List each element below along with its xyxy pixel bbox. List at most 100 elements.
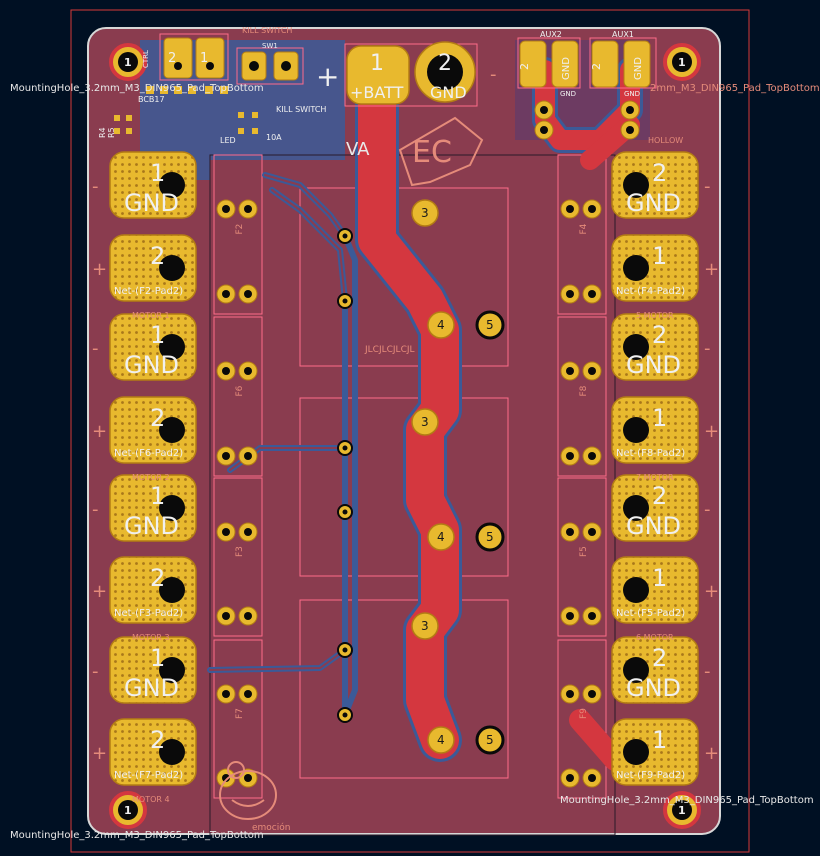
batt-pin-number: 1 xyxy=(370,51,384,76)
relay-pad[interactable] xyxy=(427,523,455,551)
ec-logo-text: EC xyxy=(412,135,452,170)
relay-pad[interactable] xyxy=(411,612,439,640)
motor-pad-net: Net-(F4-Pad2) xyxy=(616,286,685,297)
motor-pad-l-8[interactable] xyxy=(109,718,197,786)
aux1-ref: AUX1 xyxy=(612,30,634,39)
relay-pad[interactable] xyxy=(475,310,505,340)
motor-pad-net: GND xyxy=(626,674,681,702)
motor-label: MOTOR 2 xyxy=(132,473,170,482)
relay-pad[interactable] xyxy=(411,199,439,227)
motor-pad-r-4[interactable] xyxy=(611,396,699,464)
motor-pad-sign: + xyxy=(704,743,719,764)
motor-pad-r-5[interactable] xyxy=(611,474,699,542)
fuse-courtyard xyxy=(213,316,263,477)
aux2-pin-2: 2 xyxy=(518,63,531,70)
motor-pad-pin: 2 xyxy=(150,726,165,754)
hollow-text: HOLLOW xyxy=(648,136,683,145)
aux-connectors[interactable] xyxy=(517,37,657,140)
relay-pin-number: 5 xyxy=(486,733,494,747)
motor-pad-net: Net-(F3-Pad2) xyxy=(114,608,183,619)
motor-pad-r-2[interactable] xyxy=(611,234,699,302)
relay-pin-number: 4 xyxy=(437,733,445,747)
motor-pad-net: GND xyxy=(626,351,681,379)
kill-switch-footprint[interactable] xyxy=(236,47,304,85)
kill-switch-label: KILL SWITCH xyxy=(276,105,326,114)
motor-pad-pin: 1 xyxy=(150,321,165,349)
motor-pad-net: GND xyxy=(626,189,681,217)
creator-text: emoción xyxy=(252,822,290,833)
fuse-courtyard xyxy=(557,477,607,637)
motor-pad-l-1[interactable] xyxy=(109,151,197,219)
ctrl-pin-1: 1 xyxy=(200,51,208,66)
r4-ref: R4 xyxy=(98,127,107,138)
ec-logo xyxy=(398,116,484,187)
motor-pad-l-4[interactable] xyxy=(109,396,197,464)
motor-label: 5 MOTOR xyxy=(636,311,674,320)
motor-pad-r-7[interactable] xyxy=(611,636,699,704)
aux2-pin-gnd: GND xyxy=(561,57,572,80)
mascot-logo xyxy=(219,761,277,820)
motor-pad-sign: - xyxy=(92,176,99,197)
ctrl-connector[interactable] xyxy=(159,33,229,81)
mounting-hole-top-left[interactable] xyxy=(109,43,147,81)
relay-pin-number: 5 xyxy=(486,530,494,544)
relay-pad[interactable] xyxy=(411,408,439,436)
mounting-holes[interactable] xyxy=(109,43,701,829)
motor-pad-net: Net-(F6-Pad2) xyxy=(114,448,183,459)
batt-plus-sign: + xyxy=(316,60,339,93)
fuse-ref: F3 xyxy=(235,546,245,557)
fuse-ref: F2 xyxy=(235,224,245,235)
motor-pad-sign: + xyxy=(704,421,719,442)
motor-pad-l-2[interactable] xyxy=(109,234,197,302)
motor-label: MOTOR 1 xyxy=(132,311,170,320)
motor-pad-r-8[interactable] xyxy=(611,718,699,786)
motor-pad-l-5[interactable] xyxy=(109,474,197,542)
motor-pad-l-7[interactable] xyxy=(109,636,197,704)
relay-pad[interactable] xyxy=(427,726,455,754)
motor-pad-sign: - xyxy=(704,176,711,197)
fuse-ref: F7 xyxy=(235,708,245,719)
motor-pad-net: GND xyxy=(124,351,179,379)
relay-pad[interactable] xyxy=(427,311,455,339)
page-frame xyxy=(70,9,750,853)
aux1-sub: GND xyxy=(624,90,640,98)
mounting-hole-bottom-right[interactable] xyxy=(663,791,701,829)
gnd-label: GND xyxy=(430,83,467,102)
relay-pad[interactable] xyxy=(475,725,505,755)
motor-pad-r-6[interactable] xyxy=(611,556,699,624)
fuse-courtyard xyxy=(213,154,263,315)
motor-label: MOTOR 3 xyxy=(132,633,170,642)
motor-pad-r-1[interactable] xyxy=(611,151,699,219)
fuse-courtyard xyxy=(213,477,263,637)
motor-pad-l-3[interactable] xyxy=(109,313,197,381)
motor-pad-l-6[interactable] xyxy=(109,556,197,624)
mh-label-top-right: 2mm_M3_DIN965_Pad_TopBottom xyxy=(650,83,820,94)
relay-pin-number: 3 xyxy=(421,619,429,633)
motor-pad-net: Net-(F9-Pad2) xyxy=(616,770,685,781)
mounting-hole-top-right[interactable] xyxy=(663,43,701,81)
motor-pad-net: GND xyxy=(124,512,179,540)
motor-pad-r-3[interactable] xyxy=(611,313,699,381)
aux1-pin-2: 2 xyxy=(590,63,603,70)
relay-pin-number: 4 xyxy=(437,530,445,544)
battery-terminal[interactable] xyxy=(344,41,478,107)
bcb-ref: BCB17 xyxy=(138,95,165,104)
fuse-ref: F4 xyxy=(579,223,589,234)
mounting-hole-bottom-left[interactable] xyxy=(109,791,147,829)
batt-pad[interactable] xyxy=(346,45,410,105)
aux2-ref: AUX2 xyxy=(540,30,562,39)
motor-pad-pin: 1 xyxy=(652,726,667,754)
relay-pad[interactable] xyxy=(475,522,505,552)
motor-pad-pin: 1 xyxy=(652,564,667,592)
motor-pad-pin: 1 xyxy=(652,404,667,432)
motor-pad-pin: 1 xyxy=(150,644,165,672)
batt-minus-sign: - xyxy=(490,64,497,85)
aux2-sub: GND xyxy=(560,90,576,98)
motor-pad-pin: 2 xyxy=(652,644,667,672)
motor-pad-pin: 2 xyxy=(652,482,667,510)
relay-pads xyxy=(411,199,505,755)
mh-number-tr: 1 xyxy=(678,56,686,69)
